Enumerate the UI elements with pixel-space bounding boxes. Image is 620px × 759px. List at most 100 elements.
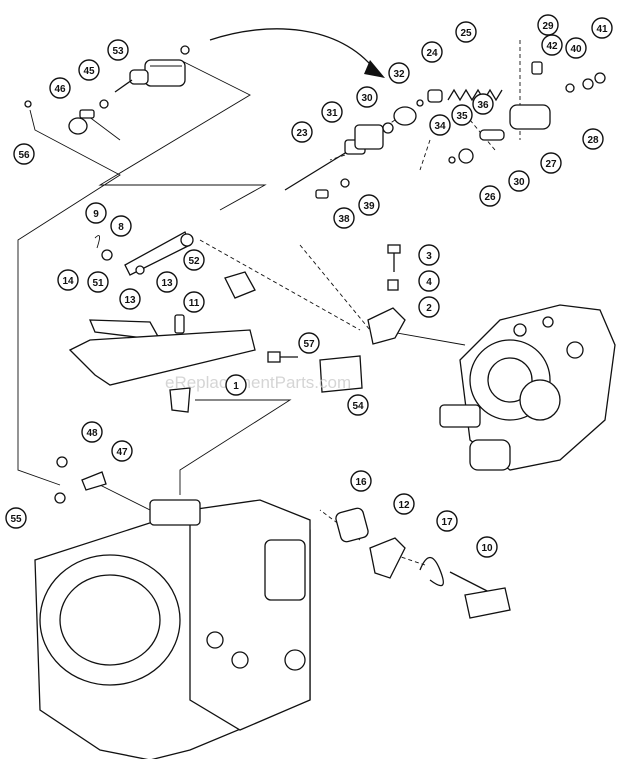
callout-number-38: 38 [333, 207, 355, 229]
callout-number-16: 16 [350, 470, 372, 492]
svg-text:13: 13 [161, 278, 173, 289]
svg-text:41: 41 [596, 24, 608, 35]
callout-number-1: 1 [225, 374, 247, 396]
callout-number-26: 26 [479, 185, 501, 207]
svg-text:17: 17 [441, 517, 453, 528]
callout-number-57: 57 [298, 332, 320, 354]
svg-text:13: 13 [124, 295, 136, 306]
svg-text:38: 38 [338, 214, 350, 225]
svg-text:42: 42 [546, 41, 558, 52]
svg-text:4: 4 [426, 277, 432, 288]
svg-text:45: 45 [83, 66, 95, 77]
svg-text:55: 55 [10, 514, 22, 525]
callout-number-27: 27 [540, 152, 562, 174]
svg-text:10: 10 [481, 543, 493, 554]
svg-text:9: 9 [93, 209, 99, 220]
callout-number-30b: 30 [508, 170, 530, 192]
svg-text:31: 31 [326, 108, 338, 119]
svg-text:56: 56 [18, 150, 30, 161]
transmission-housing-part [34, 499, 311, 759]
hydraulic-pump-part [439, 304, 616, 471]
callout-number-34: 34 [429, 114, 451, 136]
svg-text:11: 11 [189, 298, 200, 309]
callout-number-48: 48 [81, 421, 103, 443]
valve-stem-part [284, 106, 417, 199]
callout-number-32: 32 [388, 62, 410, 84]
bolt-washer-parts [267, 244, 406, 393]
callout-number-30: 30 [356, 86, 378, 108]
svg-text:52: 52 [188, 256, 200, 267]
callout-number-53: 53 [107, 39, 129, 61]
callout-number-45: 45 [78, 59, 100, 81]
callout-number-28: 28 [582, 128, 604, 150]
svg-text:30: 30 [513, 177, 525, 188]
svg-text:2: 2 [426, 303, 432, 314]
svg-text:47: 47 [116, 447, 128, 458]
svg-text:46: 46 [54, 84, 66, 95]
callout-number-2: 2 [418, 296, 440, 318]
svg-text:24: 24 [426, 48, 438, 59]
svg-text:12: 12 [398, 500, 410, 511]
svg-text:34: 34 [434, 121, 446, 132]
callout-number-12: 12 [393, 493, 415, 515]
callout-number-54: 54 [347, 394, 369, 416]
svg-text:25: 25 [460, 28, 472, 39]
callout-number-35: 35 [451, 104, 473, 126]
svg-text:36: 36 [477, 100, 489, 111]
callout-number-46: 46 [49, 77, 71, 99]
callout-number-13: 13 [119, 288, 141, 310]
callout-number-9: 9 [85, 202, 107, 224]
direction-arrow [209, 28, 385, 78]
callout-number-51: 51 [87, 271, 109, 293]
svg-text:29: 29 [542, 21, 554, 32]
spring-spool-part [416, 61, 606, 164]
svg-text:53: 53 [112, 46, 124, 57]
svg-text:8: 8 [118, 222, 124, 233]
callout-number-3: 3 [418, 244, 440, 266]
callout-number-41: 41 [591, 17, 613, 39]
callout-number-10: 10 [476, 536, 498, 558]
callout-number-39: 39 [358, 194, 380, 216]
callout-number-36: 36 [472, 93, 494, 115]
callout-number-13b: 13 [156, 271, 178, 293]
callout-number-56: 56 [13, 143, 35, 165]
callout-number-23: 23 [291, 121, 313, 143]
svg-text:26: 26 [484, 192, 496, 203]
svg-text:40: 40 [570, 44, 582, 55]
svg-text:30: 30 [361, 93, 373, 104]
svg-text:57: 57 [303, 339, 315, 350]
callout-number-42: 42 [541, 34, 563, 56]
callout-number-24: 24 [421, 41, 443, 63]
callout-number-8: 8 [110, 215, 132, 237]
callout-number-11: 11 [183, 291, 205, 313]
svg-text:16: 16 [355, 477, 367, 488]
watermark-text: eReplacementParts.com [165, 373, 351, 392]
pedal-part [68, 271, 256, 413]
linkage-bracket-part [94, 231, 194, 276]
shift-parts [54, 456, 511, 619]
svg-text:51: 51 [92, 278, 104, 289]
assembly-lines [17, 40, 521, 566]
svg-text:1: 1 [233, 381, 239, 392]
callout-number-29: 29 [537, 14, 559, 36]
callout-number-47: 47 [111, 440, 133, 462]
svg-text:48: 48 [86, 428, 98, 439]
svg-text:54: 54 [352, 401, 364, 412]
callout-number-14: 14 [57, 269, 79, 291]
clevis-part [24, 99, 109, 135]
callout-number-31: 31 [321, 101, 343, 123]
svg-text:23: 23 [296, 128, 308, 139]
svg-text:14: 14 [62, 276, 74, 287]
callout-number-52: 52 [183, 249, 205, 271]
callout-number-55: 55 [5, 507, 27, 529]
svg-text:39: 39 [363, 201, 375, 212]
svg-text:3: 3 [426, 251, 432, 262]
solenoid-part [114, 45, 190, 93]
svg-text:32: 32 [393, 69, 405, 80]
callout-number-4: 4 [418, 270, 440, 292]
svg-text:28: 28 [587, 135, 599, 146]
callout-number-40: 40 [565, 37, 587, 59]
callout-number-17: 17 [436, 510, 458, 532]
svg-text:27: 27 [545, 159, 557, 170]
